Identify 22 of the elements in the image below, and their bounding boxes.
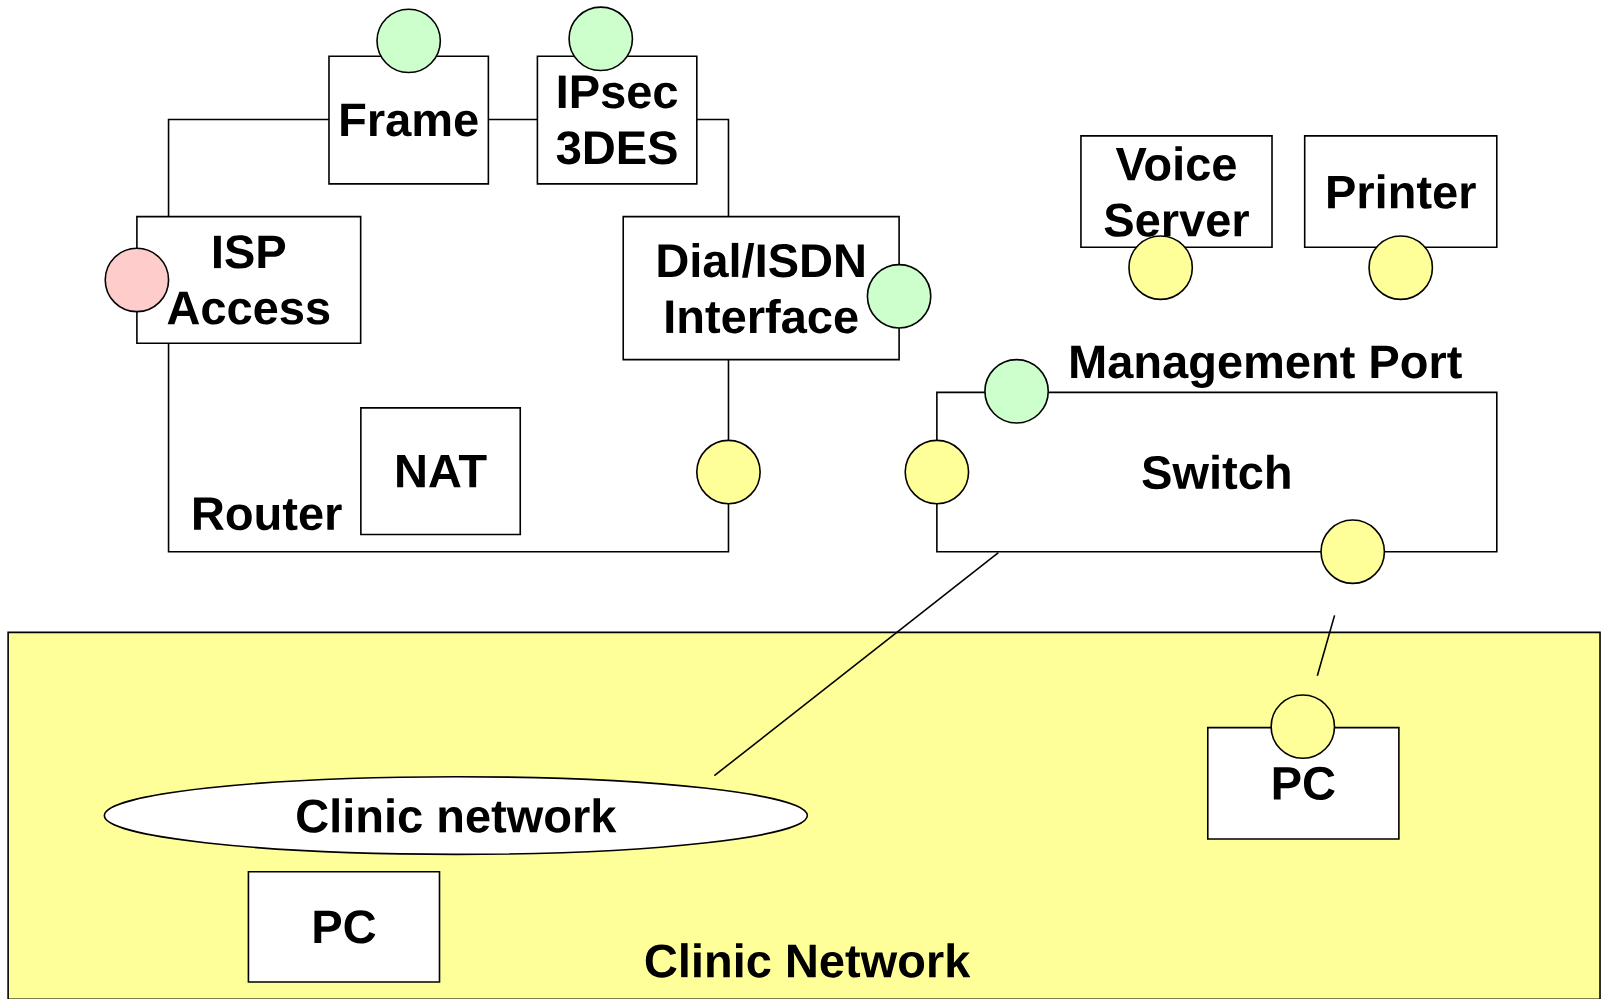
port-label: Management Port	[1071, 345, 1462, 388]
port-circle	[866, 263, 932, 329]
port-circle	[1128, 235, 1194, 301]
port-circle	[696, 439, 761, 505]
component-box: IPsec 3DES	[536, 55, 698, 185]
port-circle	[104, 247, 170, 313]
component-box: Printer	[1303, 135, 1498, 248]
port-circle	[1320, 519, 1386, 585]
component-box: PC	[1207, 726, 1400, 840]
component-box: ISP Access	[136, 215, 362, 344]
component-box: PC	[247, 870, 441, 983]
component-box: Voice Server	[1080, 135, 1273, 248]
component-box: Frame	[328, 55, 490, 185]
component-box: NAT	[360, 406, 522, 536]
port-circle	[376, 8, 442, 74]
port-circle	[1270, 694, 1336, 759]
component-box: Dial/ISDN Interface	[622, 215, 900, 361]
port-circle	[568, 6, 634, 72]
component-box: Switch	[936, 391, 1498, 553]
port-circle	[1368, 235, 1434, 301]
connector-line	[713, 551, 1000, 777]
port-circle	[904, 439, 970, 505]
